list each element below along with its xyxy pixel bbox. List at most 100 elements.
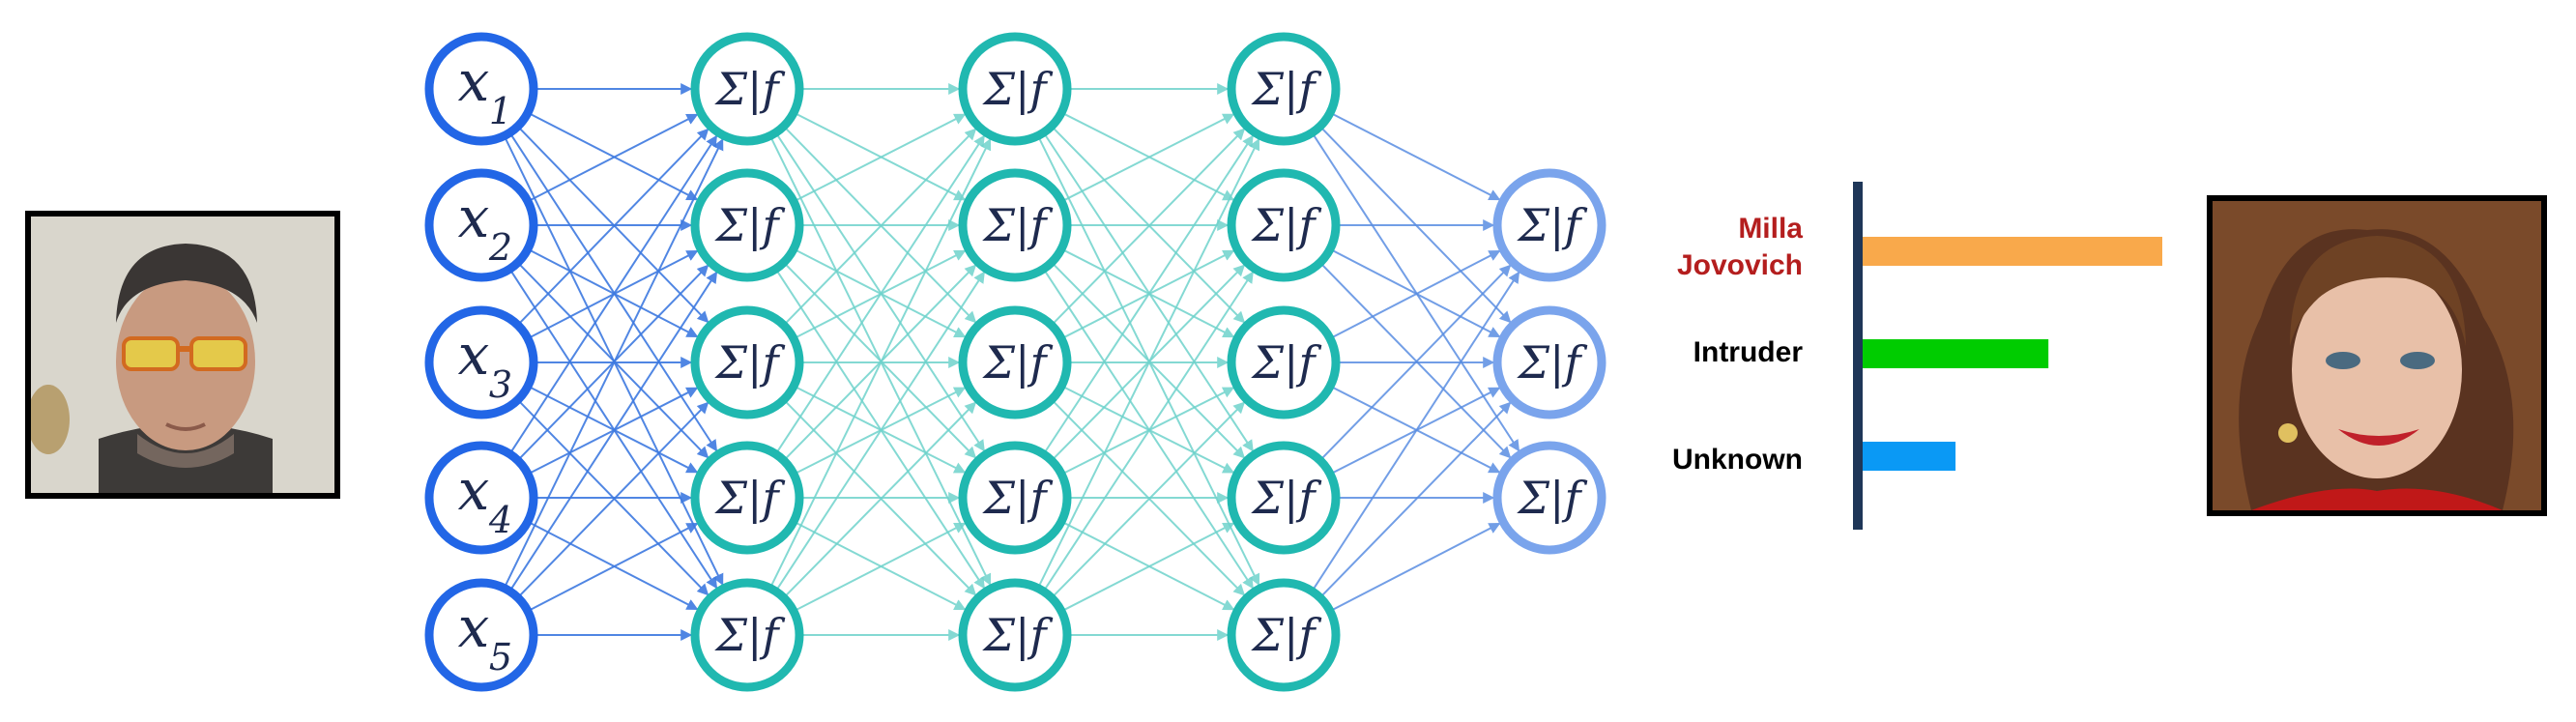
hidden-node-l2-3: Σ|f: [958, 305, 1072, 419]
edge-l1-4-1: [774, 271, 986, 592]
edge-l3-0-0: [1329, 111, 1501, 201]
edge-l3-4-1: [1318, 401, 1512, 599]
edge-l2-2-0: [1051, 128, 1246, 327]
edge-l2-4-0: [1036, 137, 1260, 589]
hidden-node-l3-3: Σ|f: [1227, 305, 1341, 419]
neuron-function-label: Σ|f: [713, 609, 785, 661]
label-unknown: Unknown: [1672, 444, 1803, 476]
man-face-image: [31, 217, 334, 493]
edge-l0-2-0: [516, 128, 709, 326]
input-sub-label: 3: [489, 363, 512, 406]
bar-unknown: [1863, 442, 1956, 471]
output-node-3: Σ|f: [1492, 441, 1606, 555]
hidden-node-l1-3: Σ|f: [690, 305, 804, 419]
edge-l2-1-2: [1060, 247, 1235, 338]
edge-l2-0-3: [1042, 131, 1254, 452]
edge-l0-0-1: [527, 111, 699, 201]
edge-l2-4-1: [1042, 271, 1255, 592]
edge-l3-4-2: [1329, 522, 1501, 613]
hidden-node-l2-4: Σ|f: [958, 441, 1072, 555]
input-sub-label: 5: [489, 636, 512, 679]
label-intruder: Intruder: [1693, 336, 1803, 368]
neuron-function-label: Σ|f: [981, 609, 1053, 661]
input-var-label: x: [458, 48, 490, 114]
hidden-node-l1-1: Σ|f: [690, 32, 804, 146]
edge-l0-1-2: [527, 247, 699, 338]
edge-l3-0-2: [1311, 131, 1520, 452]
neuron-function-label: Σ|f: [1250, 199, 1321, 251]
edge-l2-3-4: [1060, 520, 1235, 611]
edge-l1-0-1: [793, 111, 967, 201]
hidden-node-l2-5: Σ|f: [958, 578, 1072, 692]
label-milla-jovovich: Milla Jovovich: [1629, 211, 1803, 284]
label-milla-line1: Milla: [1738, 213, 1803, 245]
edge-l1-0-3: [774, 131, 986, 452]
edge-l2-3-2: [1060, 387, 1235, 476]
edge-l1-2-3: [793, 385, 967, 474]
edge-l1-4-0: [768, 138, 992, 589]
edge-l1-1-3: [783, 261, 977, 459]
edge-l0-3-2: [527, 387, 699, 476]
input-var-label: x: [458, 457, 490, 523]
neuron-function-label: Σ|f: [713, 336, 785, 389]
neuron-function-label: Σ|f: [1250, 63, 1321, 115]
edge-l0-4-0: [503, 138, 724, 589]
neuron-function-label: Σ|f: [713, 199, 785, 251]
input-sub-label: 4: [488, 499, 512, 541]
edge-l2-1-3: [1051, 261, 1246, 459]
edge-l3-1-1: [1329, 247, 1501, 338]
edge-l0-2-3: [527, 385, 699, 474]
bar-intruder: [1863, 339, 2049, 368]
edge-l1-2-0: [783, 128, 977, 327]
neuron-function-label: Σ|f: [1516, 472, 1587, 524]
edge-l3-4-0: [1311, 271, 1520, 592]
input-var-label: x: [458, 185, 490, 250]
neuron-function-label: Σ|f: [1250, 609, 1321, 661]
hidden-node-l2-2: Σ|f: [958, 168, 1072, 282]
edge-l0-3-4: [527, 520, 699, 611]
edge-l2-1-0: [1060, 113, 1235, 203]
input-var-label: x: [458, 322, 490, 388]
hidden-node-l1-4: Σ|f: [690, 441, 804, 555]
edge-l0-3-0: [508, 134, 718, 455]
hidden-node-l1-2: Σ|f: [690, 168, 804, 282]
edge-l2-2-3: [1060, 385, 1235, 474]
edge-l3-3-1: [1329, 387, 1501, 476]
matched-face-photo: [2207, 195, 2547, 516]
edge-l0-1-0: [527, 113, 699, 203]
edge-l3-2-0: [1329, 249, 1501, 340]
edge-l3-2-2: [1329, 385, 1501, 474]
neuron-function-label: Σ|f: [1250, 472, 1321, 524]
hidden-node-l3-4: Σ|f: [1227, 441, 1341, 555]
edge-l1-1-0: [793, 113, 967, 203]
edge-l3-3-0: [1318, 264, 1512, 462]
edge-l2-3-0: [1042, 134, 1254, 455]
woman-face-image: [2213, 201, 2541, 510]
hidden-node-l3-2: Σ|f: [1227, 168, 1341, 282]
hidden-node-l2-1: Σ|f: [958, 32, 1072, 146]
edge-l1-3-0: [774, 134, 986, 455]
input-sub-label: 2: [488, 226, 512, 269]
edge-l0-4-1: [508, 271, 718, 592]
edge-l1-1-2: [793, 247, 967, 338]
hidden-node-l3-5: Σ|f: [1227, 578, 1341, 692]
neuron-function-label: Σ|f: [981, 472, 1053, 524]
hidden-node-l3-1: Σ|f: [1227, 32, 1341, 146]
edge-l3-1-2: [1318, 261, 1512, 459]
edge-l1-4-2: [783, 401, 977, 599]
output-node-1: Σ|f: [1492, 168, 1606, 282]
neuron-function-label: Σ|f: [981, 336, 1053, 389]
edge-l0-1-4: [508, 268, 718, 590]
neuron-function-label: Σ|f: [1516, 336, 1587, 389]
edge-l0-1-3: [516, 261, 709, 459]
neuron-function-label: Σ|f: [981, 199, 1053, 251]
neuron-function-label: Σ|f: [1516, 199, 1587, 251]
edge-l2-4-2: [1051, 401, 1246, 599]
